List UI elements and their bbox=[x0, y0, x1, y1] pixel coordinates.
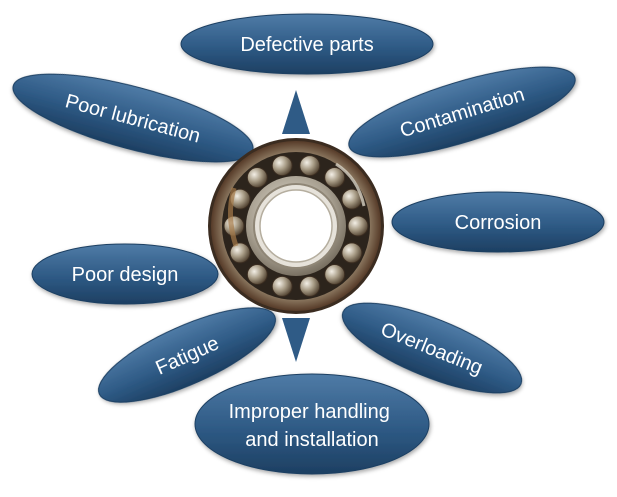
cause-label-line: and installation bbox=[245, 429, 378, 451]
cause-ellipse bbox=[194, 373, 430, 475]
cause-label: Poor design bbox=[72, 264, 179, 286]
cause-label-line: Improper handling bbox=[229, 401, 390, 423]
cause-corrosion: Corrosion bbox=[391, 191, 605, 253]
cause-label: Improper handling and installation bbox=[229, 401, 396, 451]
cause-defective-parts: Defective parts bbox=[180, 13, 434, 75]
bearing-ball bbox=[246, 167, 268, 188]
bearing-ball bbox=[299, 275, 321, 297]
cause-ellipse bbox=[98, 307, 276, 403]
bearing-ball bbox=[341, 242, 363, 264]
cause-improper-handling: Improper handling and installation bbox=[194, 373, 430, 475]
bearing-rust-streak bbox=[228, 187, 239, 247]
cause-ellipse bbox=[180, 13, 434, 75]
cause-poor-lubrication: Poor lubrication bbox=[12, 73, 254, 163]
bearing-ball bbox=[271, 155, 293, 177]
cause-label: Corrosion bbox=[455, 212, 542, 234]
cause-fatigue: Fatigue bbox=[98, 307, 276, 403]
bearing-ball bbox=[246, 264, 268, 285]
arrow-down-icon bbox=[282, 318, 310, 362]
cause-ellipse bbox=[348, 66, 576, 158]
cause-ellipse bbox=[31, 243, 219, 305]
arrows bbox=[282, 90, 310, 362]
arrow-up-icon bbox=[282, 90, 310, 134]
bearing-ball bbox=[271, 275, 293, 297]
bearing-highlight bbox=[335, 162, 366, 207]
bearing-icon bbox=[208, 138, 384, 314]
bearing-bore bbox=[259, 189, 333, 263]
bearing-ball bbox=[324, 264, 346, 285]
bearing-ball bbox=[229, 242, 251, 264]
cause-label-line: Poor design bbox=[72, 264, 179, 286]
bearing-ball bbox=[324, 167, 346, 188]
cause-ellipse bbox=[391, 191, 605, 253]
cause-label-line: Defective parts bbox=[240, 34, 373, 56]
cause-label: Defective parts bbox=[240, 34, 373, 56]
cause-poor-design: Poor design bbox=[31, 243, 219, 305]
bearing-ball bbox=[299, 155, 321, 177]
cause-label-line: Corrosion bbox=[455, 212, 542, 234]
cause-ellipses: Defective parts Contamination Corrosion … bbox=[12, 13, 605, 475]
bearing-ball bbox=[347, 215, 369, 237]
cause-ellipse bbox=[341, 302, 523, 394]
